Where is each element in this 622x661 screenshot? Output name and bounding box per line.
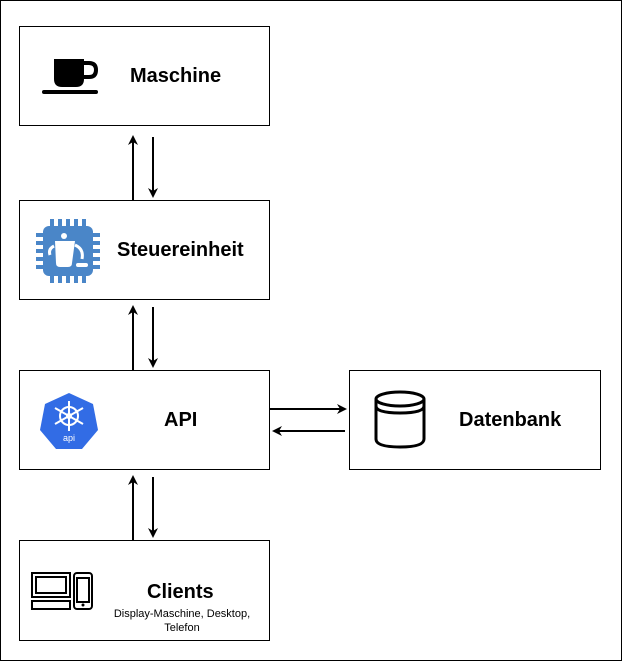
node-clients-sublabel: Display-Maschine, Desktop, Telefon (113, 608, 251, 634)
node-datenbank: Datenbank (349, 370, 601, 470)
node-api-label: API (164, 409, 198, 431)
node-maschine: Maschine (19, 26, 270, 126)
chip-kettle-icon (36, 219, 100, 283)
node-api: api API (19, 370, 270, 470)
kubernetes-api-icon: api (40, 393, 98, 449)
node-clients: Clients Display-Maschine, Desktop, Telef… (19, 540, 270, 641)
database-cylinder-icon (374, 390, 426, 449)
api-icon-text: api (63, 433, 75, 443)
node-steuereinheit-label: Steuereinheit (117, 239, 244, 261)
node-steuereinheit: Steuereinheit (19, 200, 270, 300)
coffee-cup-icon (42, 59, 99, 94)
node-maschine-label: Maschine (130, 65, 222, 87)
node-clients-label: Clients (147, 581, 214, 603)
node-datenbank-label: Datenbank (459, 409, 562, 431)
desktop-phone-icon (31, 572, 93, 610)
